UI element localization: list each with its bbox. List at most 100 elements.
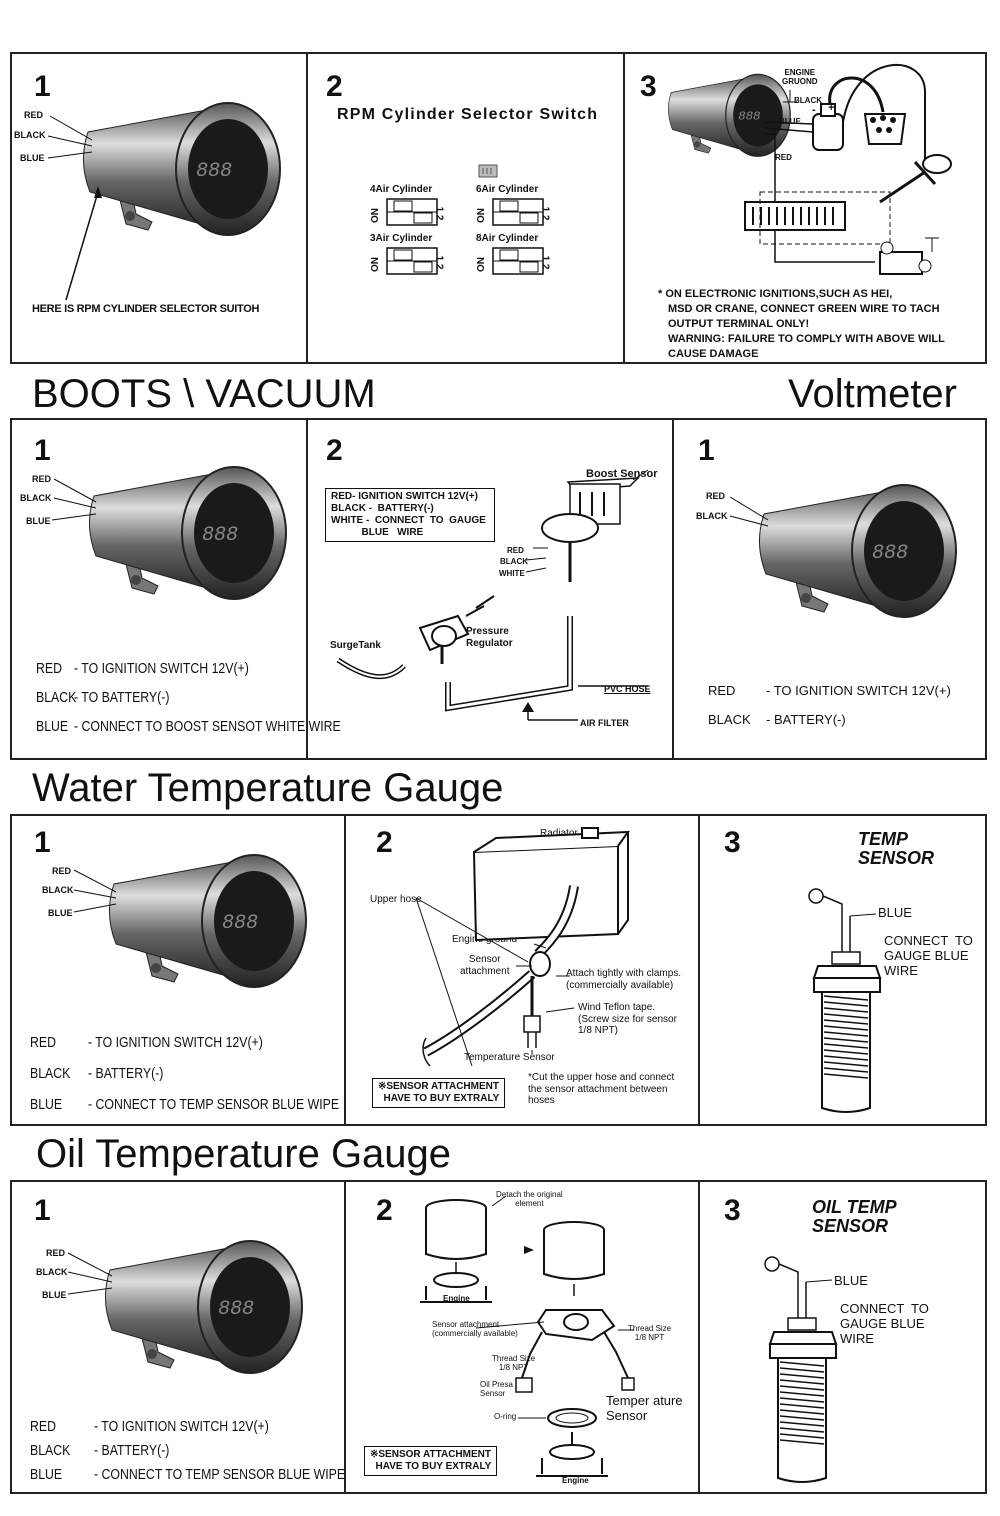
divider (698, 816, 700, 1126)
wire-label-blue: BLUE (48, 908, 73, 918)
engine-ground-label: ENGINE GRUOND (782, 68, 818, 87)
step-number: 2 (376, 1194, 393, 1227)
sensor-connect-label: CONNECT TO GAUGE BLUE WIRE (884, 933, 973, 978)
step-number: 1 (34, 434, 51, 467)
legend-key: BLACK (30, 1442, 71, 1459)
red-wire-label: RED (775, 153, 792, 162)
legend-value: - TO BATTERY(-) (74, 689, 170, 706)
legend-value: - TO IGNITION SWITCH 12V(+) (94, 1418, 269, 1435)
step-number: 3 (724, 826, 741, 859)
oil-section-title: Oil Temperature Gauge (36, 1132, 452, 1176)
divider (306, 420, 308, 758)
sensor-blue-label: BLUE (878, 905, 912, 920)
radiator-install-diagram (415, 827, 631, 1067)
sensor-wire-black: BLACK (500, 557, 528, 566)
gauge-mount-bolt (125, 211, 135, 221)
step-number: 3 (724, 1194, 741, 1227)
legend-key: BLACK (708, 712, 751, 727)
tach-wiring-diagram: 888 (668, 63, 952, 275)
step-number: 1 (34, 826, 51, 859)
oring-label: O-ring (494, 1412, 517, 1421)
gauge-display-digits: 888 (872, 542, 908, 565)
divider (672, 420, 674, 758)
divider (344, 816, 346, 1126)
gauge-mount-bolt (694, 141, 701, 148)
buy-extra-box: ※SENSOR ATTACHMENT HAVE TO BUY EXTRALY (372, 1078, 506, 1108)
plus-sign: + (828, 102, 835, 114)
cylinder-label: 6Air Cylinder (476, 184, 539, 195)
gauge-face (733, 84, 783, 147)
boost-section-title: BOOTS \ VACUUM (32, 372, 376, 416)
legend-value: - CONNECT TO BOOST SENSOT WHITE WIRE (74, 718, 341, 735)
gauge-display-digits: 888 (738, 110, 761, 124)
wire-label-blue: BLUE (20, 153, 45, 163)
cylinder-label: 4Air Cylinder (370, 184, 433, 195)
gauge-illustration: 888 (729, 484, 957, 618)
temp-sensor-drawing (808, 888, 882, 1113)
sensor-wire-red: RED (507, 546, 524, 555)
thread-size-left: Thread Size 1/8 NPT (492, 1354, 536, 1373)
gauge-mount-bolt (147, 1349, 157, 1359)
step-number: 2 (326, 70, 343, 103)
warning-line: WARNING: FAILURE TO COMPLY WITH ABOVE WI… (668, 333, 945, 345)
switch-title: RPM Cylinder Selector Switch (337, 106, 599, 123)
surge-tank-label: SurgeTank (330, 640, 381, 651)
switch-body (386, 247, 438, 275)
legend-key: RED (30, 1034, 56, 1051)
legend-value: - CONNECT TO TEMP SENSOR BLUE WIPE (94, 1466, 346, 1483)
gauge-display-digits: 888 (202, 524, 238, 547)
oil-pressure-sensor-label: Oil Presa Sensor (480, 1380, 513, 1399)
step-number: 1 (34, 1194, 51, 1227)
gauge-mount-bolt (151, 963, 161, 973)
legend-key: RED (36, 660, 62, 677)
wire-label-blue: BLUE (42, 1290, 67, 1300)
wire-label-black: BLACK (696, 511, 728, 521)
detach-label: Detach the original element (496, 1190, 563, 1209)
temp-sensor-title: TEMP SENSOR (858, 829, 935, 868)
sensor-wire-white: WHITE (499, 569, 525, 578)
black-wire-label: BLACK (794, 96, 822, 105)
pressure-regulator-label: Pressure Regulator (466, 626, 513, 649)
temp-sensor-label: Temperature Sensor (464, 1052, 555, 1063)
sensor-attachment-label: Sensor attachment (460, 954, 510, 977)
legend-key: BLUE (30, 1466, 63, 1483)
radiator-label: Radiator (540, 828, 578, 839)
gauge-mount-bolt (801, 593, 811, 603)
wire-label-blue: BLUE (26, 516, 51, 526)
warning-line: OUTPUT TERMINAL ONLY! (668, 318, 810, 330)
gauge-illustration: 888 (73, 854, 307, 988)
wire-label-black: BLACK (36, 1267, 68, 1277)
pvc-hose-label: PVC HOSE (604, 684, 651, 694)
gauge-face (214, 871, 294, 971)
step-number: 3 (640, 70, 657, 103)
gauge-display-digits: 888 (196, 160, 232, 183)
switch-body (386, 198, 438, 226)
section-header-water: Water Temperature Gauge (10, 758, 987, 816)
legend-value: - TO IGNITION SWITCH 12V(+) (88, 1034, 263, 1051)
selector-note: HERE IS RPM CYLINDER SELECTOR SUITOH (32, 303, 260, 315)
legend-key: RED (708, 683, 736, 698)
gauge-illustration: 888 (67, 1240, 303, 1374)
gauge-illustration: 888 (47, 102, 281, 301)
legend-key: RED (30, 1418, 56, 1435)
clamps-label: Attach tightly with clamps. (commerciall… (566, 968, 682, 991)
sensor-blue-label: BLUE (834, 1273, 868, 1288)
gauge-mount-bolt (131, 575, 141, 585)
wire-label-black: BLACK (42, 885, 74, 895)
legend-value: - BATTERY(-) (94, 1442, 170, 1459)
gauge-face (194, 483, 274, 583)
divider (623, 52, 625, 362)
box-line: RED- IGNITION SWITCH 12V(+) (331, 491, 478, 502)
section-header-oil: Oil Temperature Gauge (10, 1124, 987, 1182)
box-line: WHITE - CONNECT TO GAUGE (331, 515, 486, 526)
step-number: 1 (698, 434, 715, 467)
buy-extra-box: ※SENSOR ATTACHMENT HAVE TO BUY EXTRALY (364, 1446, 498, 1476)
legend-value: - BATTERY(-) (766, 712, 846, 727)
boost-wire-box: RED- IGNITION SWITCH 12V(+)BLACK - BATTE… (325, 488, 495, 542)
section-header-boost-volt: BOOTS \ VACUUM Voltmeter (10, 362, 987, 420)
selector-switch-icon (478, 164, 498, 178)
air-filter-label: AIR FILTER (580, 718, 629, 728)
